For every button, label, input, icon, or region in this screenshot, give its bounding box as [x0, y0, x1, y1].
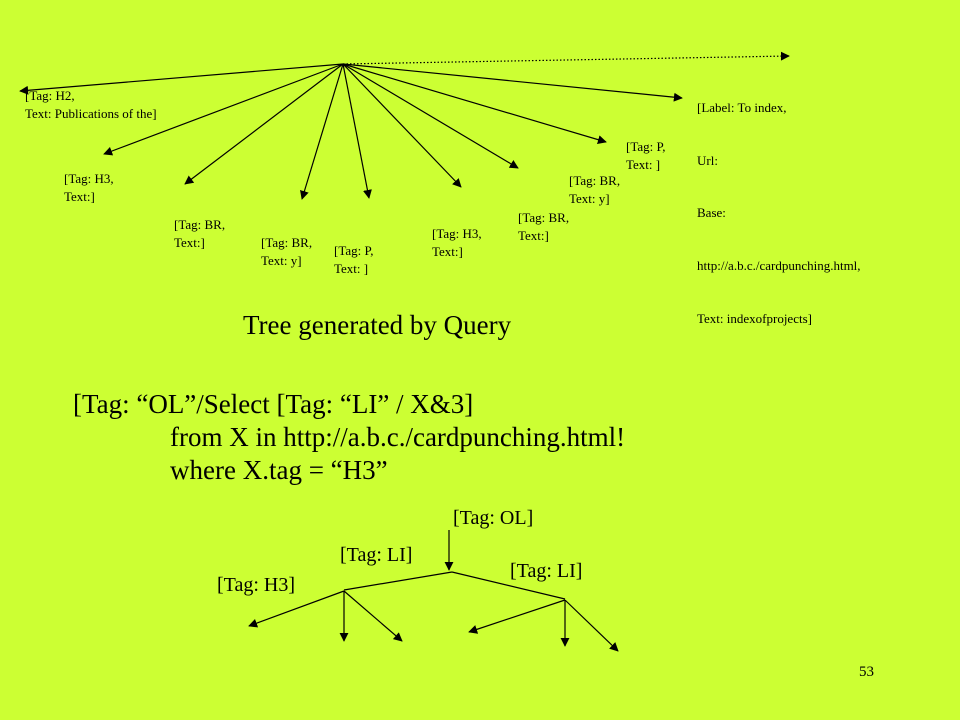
edge-right-a	[468, 599, 566, 634]
query-line-2: from X in http://a.b.c./cardpunching.htm…	[170, 422, 626, 452]
node-p1: [Tag: P,Text: ]	[334, 243, 374, 276]
node-li-right: [Tag: LI]	[510, 560, 583, 582]
node-br4: [Tag: BR,Text: y]	[569, 173, 621, 206]
node-h2: [Tag: H2,Text: Publications of the]	[25, 88, 157, 121]
node-label: [Label: To index, Url: Base: http://a.b.…	[697, 100, 861, 326]
edge-to-h2	[19, 63, 344, 95]
edge-right-c	[564, 599, 619, 652]
node-br3: [Tag: BR,Text:]	[518, 210, 570, 243]
edge-to-p2	[342, 63, 683, 102]
edge-to-h3a	[103, 63, 344, 156]
edge-to-label	[342, 51, 790, 65]
node-br2: [Tag: BR,Text: y]	[261, 235, 313, 268]
edge-to-br3	[342, 63, 519, 169]
node-li-left: [Tag: LI]	[340, 544, 413, 566]
node-br1: [Tag: BR,Text:]	[174, 217, 226, 250]
page-number: 53	[859, 664, 874, 680]
node-h3: [Tag: H3]	[217, 574, 296, 596]
query-text: [Tag: “OL”/Select [Tag: “LI” / X&3] from…	[73, 388, 625, 487]
node-p2: [Tag: P,Text: ]	[626, 139, 666, 172]
edge-bottom-crossbar-left	[343, 571, 453, 591]
edge-left-a	[248, 590, 345, 628]
edge-to-br4	[342, 63, 607, 145]
edge-bottom-crossbar-right	[451, 571, 566, 600]
node-h3a: [Tag: H3,Text:]	[64, 171, 114, 204]
query-line-3: where X.tag = “H3”	[170, 455, 388, 485]
edge-left-c	[343, 590, 403, 642]
edge-to-h3b	[342, 63, 462, 188]
diagram-title: Tree generated by Query	[243, 310, 512, 340]
node-ol: [Tag: OL]	[453, 507, 534, 529]
edge-to-br1	[184, 63, 344, 185]
node-h3b: [Tag: H3,Text:]	[432, 226, 482, 259]
edge-to-br2	[300, 63, 344, 200]
edge-to-p1	[342, 63, 372, 199]
query-line-1: [Tag: “OL”/Select [Tag: “LI” / X&3]	[73, 389, 474, 419]
